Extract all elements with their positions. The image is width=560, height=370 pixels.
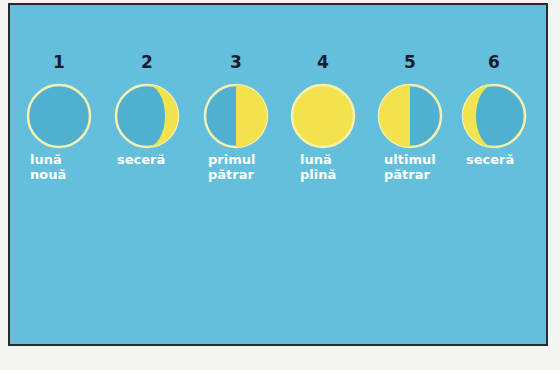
crescent-moon-lit — [147, 85, 178, 147]
phase-number: 1 — [53, 52, 65, 72]
phase-label: lună plină — [300, 152, 336, 182]
full-moon — [292, 85, 354, 147]
blue-panel — [9, 4, 547, 345]
quarter-moon-dark — [379, 85, 441, 147]
new-moon — [28, 85, 90, 147]
phase-label: lună nouă — [30, 152, 66, 182]
quarter-moon-lit — [379, 85, 410, 147]
phase-label: ultimul pătrar — [384, 152, 436, 182]
phase-number: 3 — [230, 52, 242, 72]
quarter-moon-lit — [236, 85, 267, 147]
quarter-moon-dark — [205, 85, 267, 147]
crescent-moon-dark — [116, 85, 178, 147]
phase-number: 6 — [488, 52, 500, 72]
phase-number: 2 — [141, 52, 153, 72]
phase-number: 5 — [404, 52, 416, 72]
crescent-moon-lit — [463, 85, 494, 147]
phase-label: primul pătrar — [208, 152, 255, 182]
phase-label: seceră — [117, 152, 165, 167]
phase-label: seceră — [466, 152, 514, 167]
phase-number: 4 — [317, 52, 329, 72]
crescent-moon-dark — [463, 85, 525, 147]
